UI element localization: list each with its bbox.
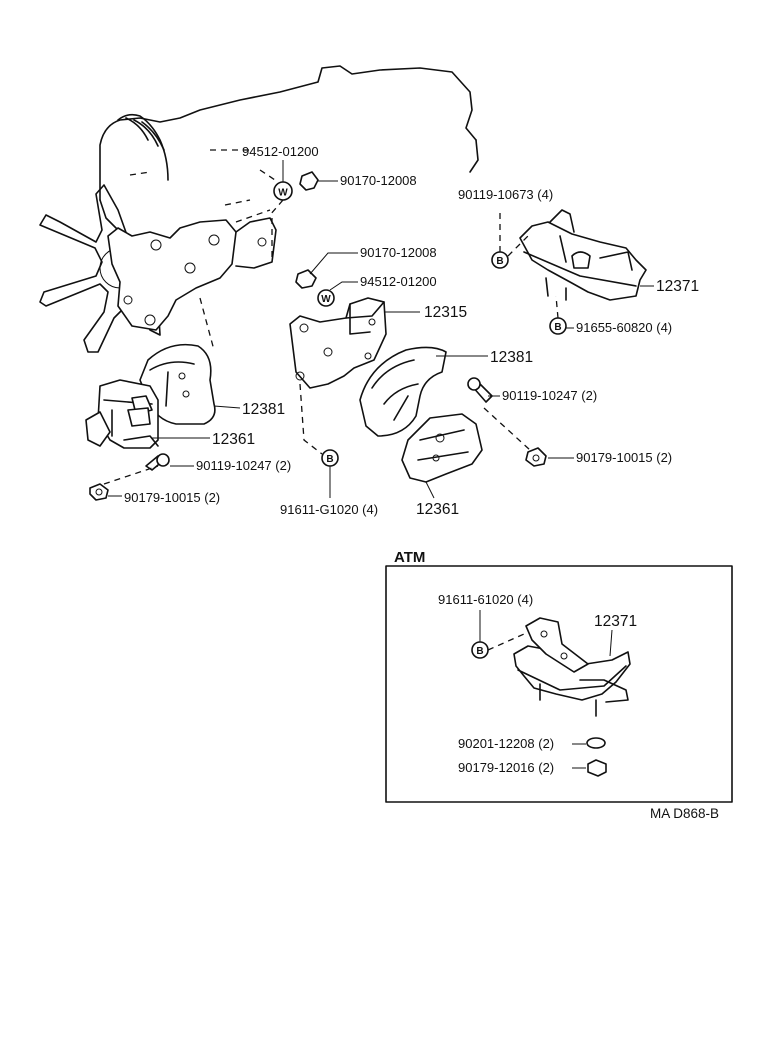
bolt-symbol-center: B	[321, 449, 339, 467]
bolt-90119-10247-left	[145, 453, 170, 471]
label-12381-left: 12381	[242, 401, 285, 418]
svg-text:B: B	[326, 454, 333, 465]
engine-side-bracket	[107, 209, 277, 351]
atm-title: ATM	[394, 549, 425, 566]
label-94512-01200-top: 94512-01200	[242, 144, 319, 159]
label-90170-12008-top: 90170-12008	[340, 173, 417, 188]
figure-code: MA D868-B	[650, 806, 719, 821]
nut-90179-10015-left	[89, 483, 109, 501]
label-91611-G1020: 91611-G1020 (4)	[280, 502, 378, 517]
bolt-symbol-top-right: B	[491, 251, 509, 269]
svg-text:W: W	[321, 294, 331, 305]
rear-mount-12371-top	[519, 209, 647, 301]
nut-90179-10015-right	[525, 447, 547, 467]
label-90119-10673: 90119-10673 (4)	[458, 187, 553, 202]
label-90179-10015-left: 90179-10015 (2)	[124, 490, 220, 505]
nut-90170-12008-top	[299, 171, 319, 191]
washer-90201-12208	[586, 737, 606, 749]
label-atm-12371: 12371	[594, 613, 637, 630]
nut-90170-12008-mid	[295, 269, 317, 289]
washer-symbol-top: W	[273, 181, 293, 201]
label-90119-10247-left: 90119-10247 (2)	[196, 458, 291, 473]
nut-90179-12016	[587, 759, 607, 777]
atm-mount-12371	[513, 617, 631, 717]
label-12371-top: 12371	[656, 278, 699, 295]
label-90170-12008-mid: 90170-12008	[360, 245, 437, 260]
bolt-symbol-91655: B	[549, 317, 567, 335]
label-12381-right: 12381	[490, 349, 533, 366]
left-engine-mount	[85, 343, 216, 449]
label-12361-left: 12361	[212, 431, 255, 448]
svg-text:B: B	[496, 256, 503, 267]
label-94512-01200-mid: 94512-01200	[360, 274, 437, 289]
label-atm-91611-61020: 91611-61020 (4)	[438, 592, 533, 607]
insulator-12381-right	[359, 346, 447, 437]
bolt-90119-10247-right	[467, 377, 493, 403]
label-atm-90179-12016: 90179-12016 (2)	[458, 760, 554, 775]
bolt-symbol-atm: B	[471, 641, 489, 659]
label-atm-90201-12208: 90201-12208 (2)	[458, 736, 554, 751]
label-91655-60820: 91655-60820 (4)	[576, 320, 672, 335]
washer-symbol-mid: W	[317, 289, 335, 307]
atm-inset: ATM B 91611-61020 (4) 12371 90201-12208 …	[385, 549, 733, 803]
svg-text:B: B	[476, 646, 483, 657]
atm-frame	[385, 565, 733, 803]
svg-text:W: W	[278, 188, 288, 199]
label-90119-10247-right: 90119-10247 (2)	[502, 388, 597, 403]
svg-text:B: B	[554, 322, 561, 333]
center-bracket-12315	[289, 297, 387, 389]
label-12315: 12315	[424, 304, 467, 321]
part-labels: 94512-01200 90170-12008 90119-10673 (4) …	[108, 144, 699, 518]
engine-block	[99, 65, 479, 231]
label-90179-10015-right: 90179-10015 (2)	[576, 450, 672, 465]
mount-12361-right	[401, 413, 483, 483]
label-12361-right: 12361	[416, 501, 459, 518]
